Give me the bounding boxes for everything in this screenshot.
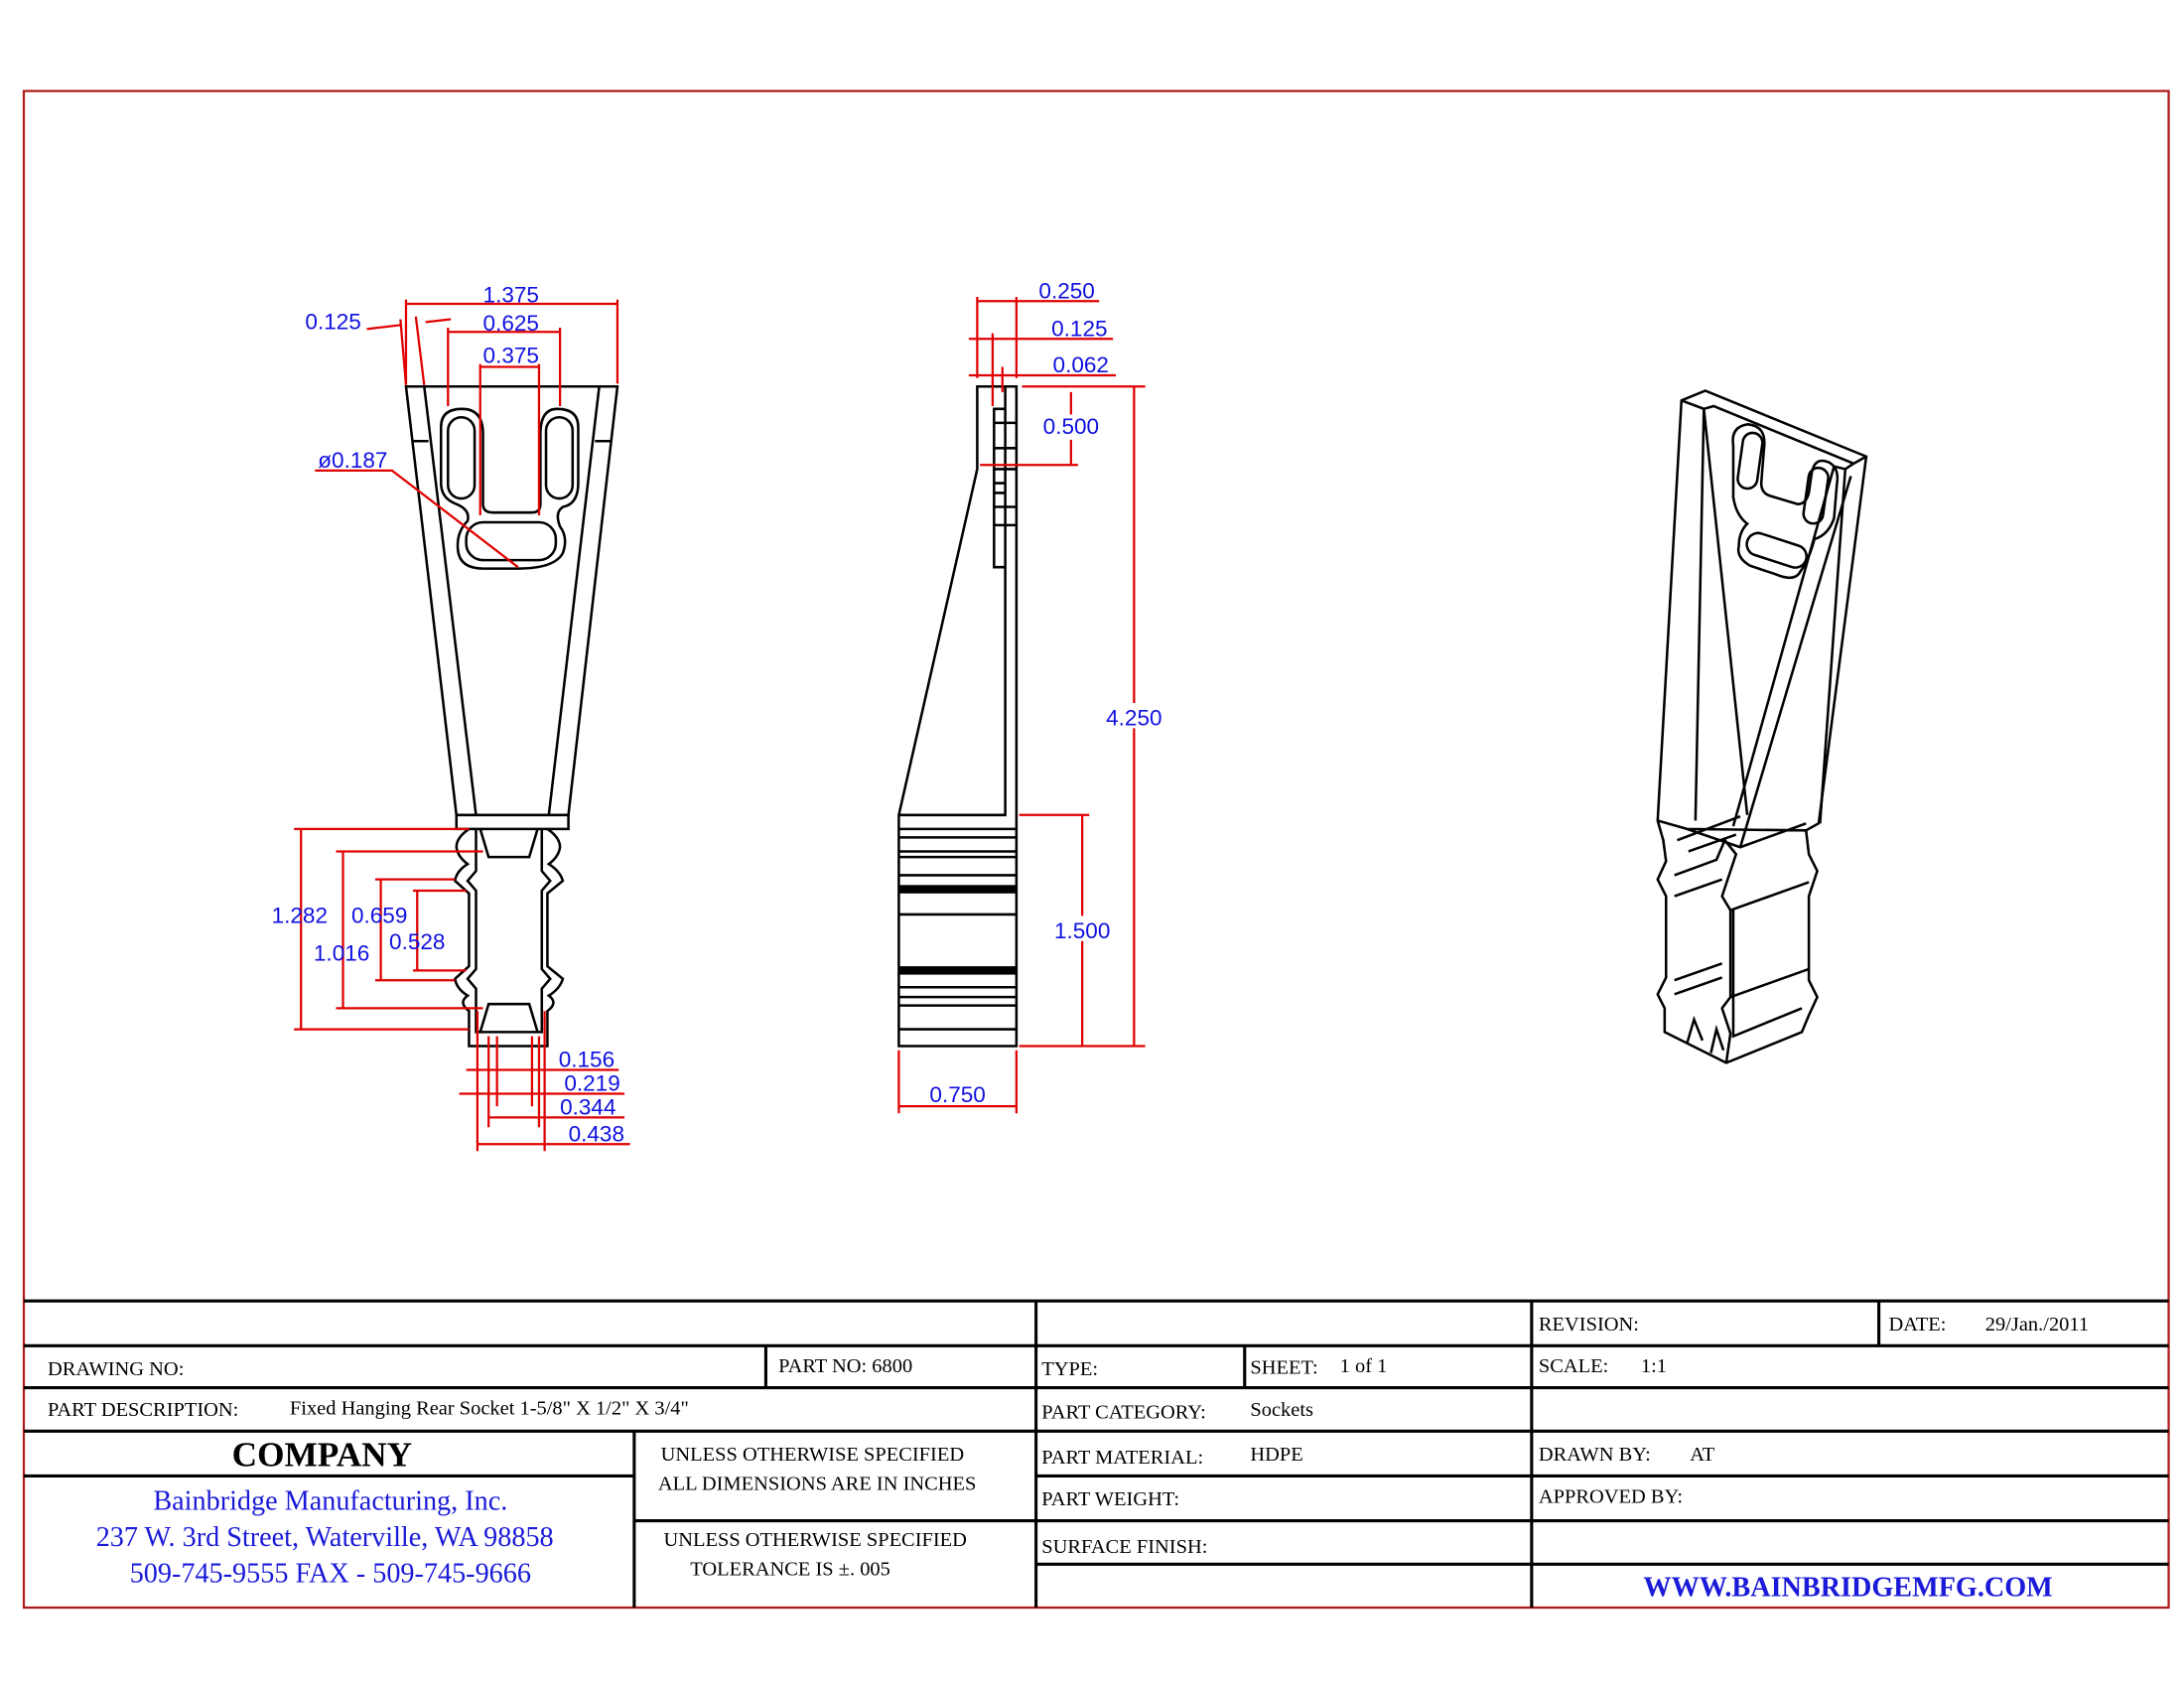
dim-overall-width: 1.375: [483, 283, 539, 308]
dim-0-125: 0.125: [1051, 316, 1107, 341]
drawing-no-label: DRAWING NO:: [48, 1358, 184, 1380]
units-note-line2: ALL DIMENSIONS ARE IN INCHES: [658, 1474, 977, 1495]
dim-0-438: 0.438: [569, 1121, 624, 1146]
drawn-by-value: AT: [1690, 1444, 1714, 1466]
dim-0-659: 0.659: [351, 903, 407, 927]
part-material-value: HDPE: [1250, 1444, 1302, 1466]
sheet-border: [22, 89, 2170, 1610]
dim-0-250: 0.250: [1038, 278, 1094, 303]
website-link[interactable]: WWW.BAINBRIDGEMFG.COM: [1643, 1573, 2052, 1604]
title-block: DRAWING NO: PART NO: 6800 PART DESCRIPTI…: [23, 1299, 2169, 1609]
part-description: Fixed Hanging Rear Socket 1-5/8" X 1/2" …: [290, 1397, 689, 1419]
company-heading: COMPANY: [232, 1436, 412, 1475]
front-view-dimensions: 1.375 0.625 0.375 0.125 ø0.187 1.282 1.0…: [272, 283, 630, 1152]
dim-1-500: 1.500: [1054, 918, 1110, 943]
part-no: PART NO: 6800: [778, 1355, 912, 1377]
units-note-line1: UNLESS OTHERWISE SPECIFIED: [661, 1444, 964, 1466]
sheet-label: SHEET:: [1250, 1357, 1317, 1379]
dim-slot-spacing: 0.625: [483, 311, 539, 336]
dim-center-width: 0.375: [483, 343, 539, 367]
scale-label: SCALE:: [1539, 1355, 1608, 1377]
dim-4-250: 4.250: [1106, 706, 1161, 731]
date-label: DATE:: [1888, 1314, 1946, 1336]
part-category-value: Sockets: [1250, 1399, 1313, 1421]
company-address: 237 W. 3rd Street, Waterville, WA 98858: [96, 1522, 554, 1553]
dim-0-062: 0.062: [1053, 352, 1109, 377]
company-phone: 509-745-9555 FAX - 509-745-9666: [130, 1559, 531, 1590]
dim-hole-diameter: ø0.187: [318, 448, 387, 473]
scale-value: 1:1: [1641, 1355, 1667, 1377]
type-label: TYPE:: [1041, 1358, 1098, 1380]
tolerance-note-line1: UNLESS OTHERWISE SPECIFIED: [663, 1529, 966, 1551]
dim-0-344: 0.344: [560, 1095, 615, 1120]
part-category-label: PART CATEGORY:: [1041, 1402, 1206, 1424]
dim-0-750: 0.750: [929, 1082, 985, 1107]
part-material-label: PART MATERIAL:: [1041, 1447, 1203, 1469]
part-description-label: PART DESCRIPTION:: [48, 1399, 238, 1421]
side-view: [897, 384, 1019, 1048]
dim-0-528: 0.528: [389, 929, 445, 954]
isometric-view: [1656, 389, 1868, 1064]
revision-label: REVISION:: [1539, 1314, 1639, 1336]
company-name: Bainbridge Manufacturing, Inc.: [153, 1485, 507, 1516]
dim-0-219: 0.219: [564, 1071, 619, 1096]
tolerance-note-line2: TOLERANCE IS ±. 005: [690, 1559, 890, 1581]
dim-1-282: 1.282: [272, 903, 328, 927]
drawn-by-label: DRAWN BY:: [1539, 1444, 1651, 1466]
front-view: [404, 384, 619, 1048]
sheet-value: 1 of 1: [1340, 1355, 1388, 1377]
dim-1-016: 1.016: [314, 940, 369, 965]
side-view-dimensions: 0.250 0.125 0.062 0.500 4.250 1.500 0.75…: [897, 278, 1162, 1114]
surface-finish-label: SURFACE FINISH:: [1041, 1536, 1207, 1558]
dim-0-500: 0.500: [1043, 414, 1099, 439]
approved-by-label: APPROVED BY:: [1539, 1485, 1683, 1507]
date-value: 29/Jan./2011: [1985, 1314, 2089, 1336]
dim-wall: 0.125: [305, 309, 360, 334]
dim-0-156: 0.156: [559, 1048, 614, 1072]
part-weight-label: PART WEIGHT:: [1041, 1488, 1179, 1510]
